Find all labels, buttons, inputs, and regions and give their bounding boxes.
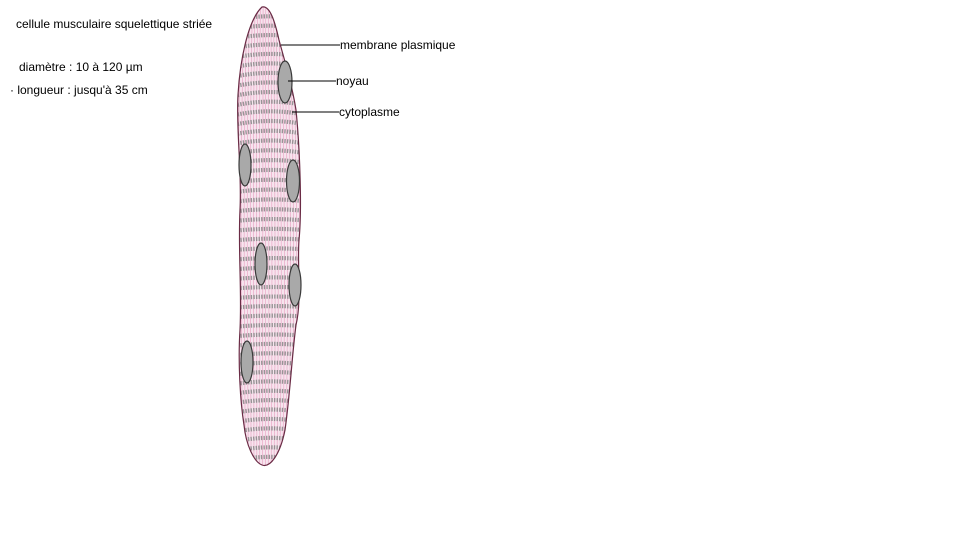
plasma-membrane bbox=[237, 6, 302, 466]
myofibril-line bbox=[281, 6, 285, 466]
nucleus-5 bbox=[288, 263, 302, 307]
myofibril-line bbox=[243, 6, 248, 466]
label-membrane-plasmique: membrane plasmique bbox=[340, 38, 456, 52]
myofibril-line bbox=[278, 6, 282, 466]
myofibril-line bbox=[267, 6, 270, 466]
label-cytoplasme: cytoplasme bbox=[339, 105, 400, 119]
label-noyau: noyau bbox=[336, 74, 369, 88]
diameter-text: diamètre : 10 à 120 µm bbox=[19, 60, 143, 74]
nucleus-1 bbox=[277, 60, 293, 104]
nucleus-6 bbox=[240, 340, 254, 384]
myofibril-line bbox=[240, 6, 246, 466]
nucleus-4 bbox=[254, 242, 268, 286]
length-text: · longueur : jusqu'à 35 cm bbox=[10, 83, 148, 97]
nucleus-2 bbox=[238, 143, 252, 187]
nucleus-3 bbox=[285, 159, 301, 203]
diagram-title: cellule musculaire squelettique striée bbox=[16, 17, 213, 31]
myofibril-line bbox=[246, 6, 251, 466]
